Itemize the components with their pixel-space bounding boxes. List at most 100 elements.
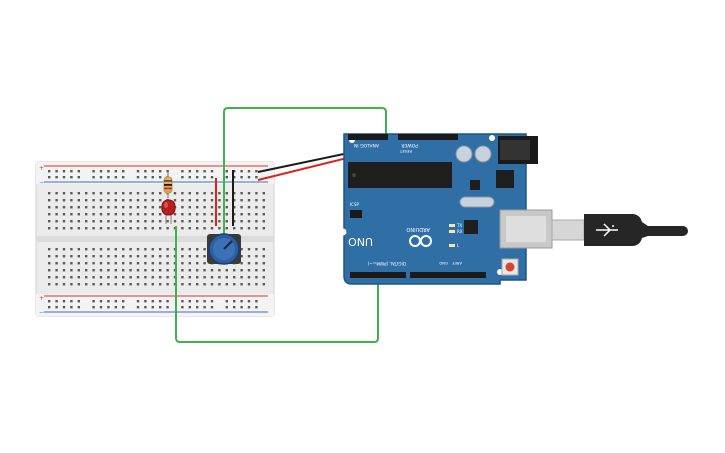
breadboard-hole[interactable]: [114, 206, 117, 209]
breadboard-hole[interactable]: [233, 276, 236, 279]
breadboard-hole[interactable]: [203, 192, 206, 195]
breadboard-hole[interactable]: [122, 262, 125, 265]
breadboard-hole[interactable]: [233, 283, 236, 286]
breadboard-hole[interactable]: [203, 206, 206, 209]
breadboard-hole[interactable]: [188, 255, 191, 258]
breadboard-hole[interactable]: [188, 176, 191, 179]
breadboard-hole[interactable]: [247, 213, 251, 216]
breadboard-hole[interactable]: [99, 306, 103, 309]
breadboard-hole[interactable]: [210, 269, 214, 272]
breadboard-hole[interactable]: [77, 170, 80, 173]
breadboard-hole[interactable]: [92, 192, 95, 195]
breadboard-hole[interactable]: [262, 255, 265, 258]
breadboard-hole[interactable]: [166, 170, 169, 173]
breadboard-hole[interactable]: [240, 283, 243, 286]
breadboard-hole[interactable]: [262, 269, 265, 272]
breadboard-hole[interactable]: [159, 248, 162, 251]
breadboard-hole[interactable]: [247, 300, 251, 303]
breadboard-hole[interactable]: [188, 199, 191, 202]
breadboard-hole[interactable]: [136, 248, 140, 251]
breadboard-hole[interactable]: [225, 192, 228, 195]
breadboard-hole[interactable]: [203, 262, 206, 265]
breadboard-hole[interactable]: [181, 262, 184, 265]
breadboard-hole[interactable]: [122, 255, 125, 258]
breadboard-hole[interactable]: [85, 192, 88, 195]
breadboard-hole[interactable]: [136, 206, 140, 209]
breadboard-hole[interactable]: [70, 255, 73, 258]
breadboard-hole[interactable]: [99, 248, 103, 251]
breadboard-hole[interactable]: [196, 300, 199, 303]
breadboard-hole[interactable]: [188, 248, 191, 251]
breadboard-hole[interactable]: [196, 199, 199, 202]
breadboard-hole[interactable]: [114, 213, 117, 216]
breadboard-hole[interactable]: [114, 283, 117, 286]
breadboard-hole[interactable]: [166, 269, 169, 272]
breadboard-hole[interactable]: [240, 262, 243, 265]
breadboard-hole[interactable]: [173, 220, 177, 223]
breadboard-hole[interactable]: [48, 300, 51, 303]
breadboard-hole[interactable]: [144, 283, 147, 286]
breadboard-hole[interactable]: [77, 199, 80, 202]
breadboard-hole[interactable]: [62, 269, 66, 272]
breadboard-hole[interactable]: [55, 192, 58, 195]
breadboard-hole[interactable]: [262, 199, 265, 202]
breadboard-hole[interactable]: [255, 206, 258, 209]
breadboard-hole[interactable]: [92, 306, 95, 309]
breadboard-hole[interactable]: [122, 283, 125, 286]
breadboard-hole[interactable]: [240, 206, 243, 209]
breadboard-hole[interactable]: [225, 300, 228, 303]
breadboard-hole[interactable]: [151, 170, 154, 173]
breadboard-hole[interactable]: [92, 255, 95, 258]
breadboard-hole[interactable]: [240, 170, 243, 173]
breadboard-hole[interactable]: [48, 276, 51, 279]
breadboard-hole[interactable]: [114, 192, 117, 195]
breadboard-hole[interactable]: [247, 176, 251, 179]
breadboard-hole[interactable]: [55, 248, 58, 251]
breadboard-hole[interactable]: [196, 176, 199, 179]
breadboard-hole[interactable]: [62, 176, 66, 179]
breadboard-hole[interactable]: [85, 269, 88, 272]
breadboard-hole[interactable]: [70, 300, 73, 303]
breadboard-hole[interactable]: [144, 248, 147, 251]
breadboard-hole[interactable]: [77, 227, 80, 230]
breadboard-hole[interactable]: [114, 176, 117, 179]
breadboard-hole[interactable]: [218, 220, 221, 223]
breadboard-hole[interactable]: [151, 199, 154, 202]
breadboard-hole[interactable]: [107, 255, 110, 258]
breadboard-hole[interactable]: [55, 227, 58, 230]
breadboard-hole[interactable]: [233, 192, 236, 195]
breadboard-hole[interactable]: [225, 283, 228, 286]
breadboard-hole[interactable]: [107, 206, 110, 209]
breadboard-hole[interactable]: [136, 262, 140, 265]
breadboard-hole[interactable]: [166, 255, 169, 258]
breadboard-hole[interactable]: [196, 220, 199, 223]
breadboard-hole[interactable]: [99, 283, 103, 286]
breadboard-hole[interactable]: [247, 227, 251, 230]
breadboard-hole[interactable]: [62, 276, 66, 279]
breadboard-hole[interactable]: [85, 255, 88, 258]
breadboard-hole[interactable]: [159, 206, 162, 209]
breadboard-hole[interactable]: [70, 306, 73, 309]
breadboard-hole[interactable]: [70, 269, 73, 272]
breadboard-hole[interactable]: [181, 283, 184, 286]
breadboard-hole[interactable]: [247, 269, 251, 272]
breadboard-hole[interactable]: [255, 192, 258, 195]
breadboard-hole[interactable]: [136, 283, 140, 286]
breadboard-hole[interactable]: [48, 227, 51, 230]
breadboard-hole[interactable]: [218, 199, 221, 202]
breadboard-hole[interactable]: [240, 176, 243, 179]
breadboard-hole[interactable]: [196, 213, 199, 216]
breadboard-hole[interactable]: [188, 262, 191, 265]
breadboard-hole[interactable]: [48, 206, 51, 209]
breadboard-hole[interactable]: [55, 255, 58, 258]
breadboard-hole[interactable]: [144, 269, 147, 272]
resistor[interactable]: [163, 172, 173, 198]
breadboard-hole[interactable]: [196, 206, 199, 209]
breadboard-hole[interactable]: [107, 213, 110, 216]
breadboard-hole[interactable]: [114, 199, 117, 202]
breadboard-hole[interactable]: [240, 306, 243, 309]
breadboard-hole[interactable]: [99, 192, 103, 195]
breadboard-hole[interactable]: [181, 199, 184, 202]
breadboard-hole[interactable]: [129, 262, 132, 265]
breadboard-hole[interactable]: [122, 248, 125, 251]
